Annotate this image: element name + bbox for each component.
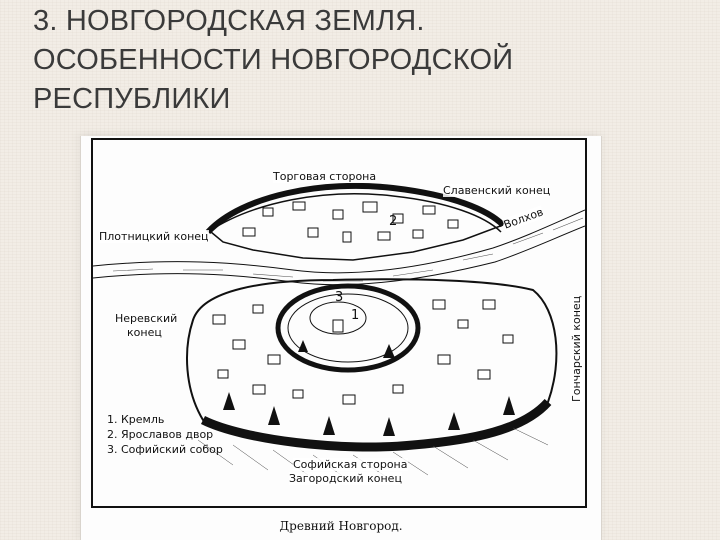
kremlin-wall <box>275 283 421 373</box>
legend-item-sofia-cathedral: 3. Софийский собор <box>107 443 223 456</box>
label-slavensky: Славенский конец <box>443 184 551 197</box>
map-drawing <box>93 182 585 481</box>
novgorod-map-image: Торговая сторона Славенский конец Волхов… <box>80 136 602 540</box>
torgovaya-buildings <box>242 201 459 243</box>
label-torgovaya: Торговая сторона <box>273 170 377 183</box>
sofiyskaya-buildings <box>212 299 514 405</box>
slide-title: 3. НОВГОРОДСКАЯ ЗЕМЛЯ. ОСОБЕННОСТИ НОВГО… <box>33 2 513 119</box>
label-plotnitsky: Плотницкий конец <box>99 230 209 243</box>
river-hatching <box>112 217 584 282</box>
marker-3: 3 <box>335 290 344 305</box>
label-nerevsky-1: Неревский <box>115 312 178 325</box>
legend-item-kremlin: 1. Кремль <box>107 413 165 426</box>
map-frame: Торговая сторона Славенский конец Волхов… <box>91 138 587 508</box>
wall-towers <box>223 340 515 436</box>
label-zagorodsky: Загородский конец <box>289 472 402 485</box>
sofiyskaya-wall <box>200 398 552 452</box>
label-goncharsky: Гончарский конец <box>570 295 583 402</box>
title-line-2: ОСОБЕННОСТИ НОВГОРОДСКОЙ <box>33 44 514 76</box>
legend-item-yaroslav-court: 2. Ярославов двор <box>107 428 214 441</box>
map-caption: Древний Новгород. <box>279 519 403 533</box>
label-sofiyskaya: Софийская сторона <box>293 458 408 471</box>
label-nerevsky-2: конец <box>127 326 162 339</box>
marker-2: 2 <box>389 214 398 229</box>
title-line-1: 3. НОВГОРОДСКАЯ ЗЕМЛЯ. <box>33 5 425 37</box>
map-legend: 1. Кремль 2. Ярославов двор 3. Софийский… <box>107 412 223 457</box>
torgovaya-wall <box>205 182 506 235</box>
title-line-3: РЕСПУБЛИКИ <box>33 83 231 115</box>
marker-1: 1 <box>351 308 360 323</box>
